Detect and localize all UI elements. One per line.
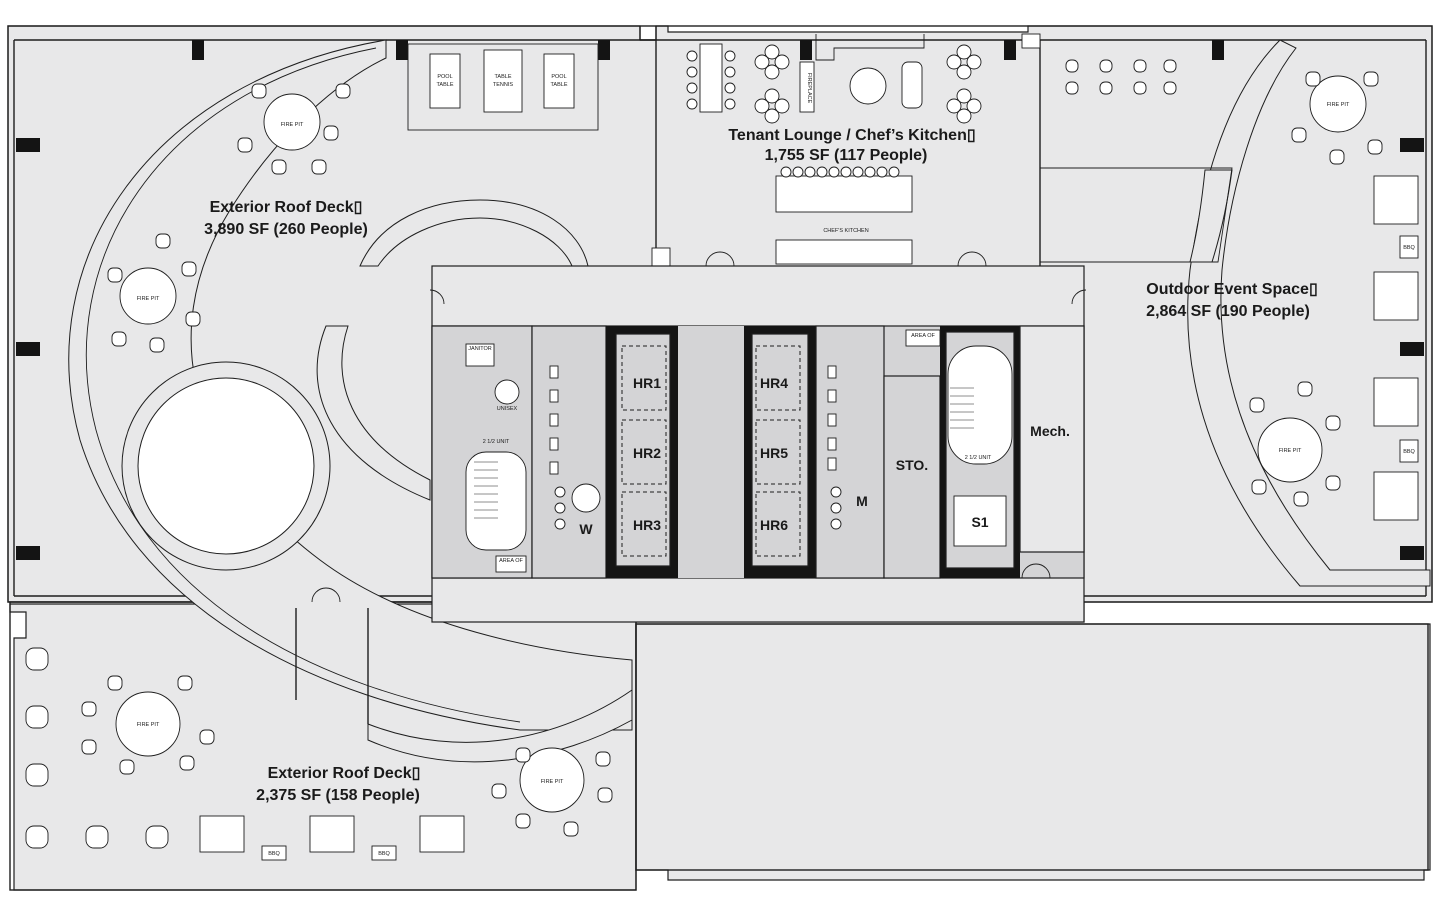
curved-planters bbox=[68, 39, 1431, 763]
south-furniture: BBQ BBQ bbox=[25, 587, 465, 861]
svg-text:BBQ: BBQ bbox=[1403, 449, 1415, 455]
svg-text:FIRE PIT: FIRE PIT bbox=[1279, 448, 1302, 454]
lounge-chairs bbox=[81, 71, 1383, 837]
event-space-size: 2,864 SF (190 People) bbox=[1146, 303, 1310, 320]
svg-text:FIRE PIT: FIRE PIT bbox=[541, 779, 564, 785]
svg-text:FIRE PIT: FIRE PIT bbox=[137, 296, 160, 302]
room-s1: S1 bbox=[971, 514, 988, 530]
event-space-name: Outdoor Event Space▯ bbox=[1146, 281, 1318, 298]
svg-text:TABLE: TABLE bbox=[550, 82, 567, 88]
svg-text:BBQ: BBQ bbox=[268, 851, 280, 857]
chefs-kitchen-label: CHEF'S KITCHEN bbox=[823, 228, 868, 234]
svg-text:TENNIS: TENNIS bbox=[493, 82, 514, 88]
roof-deck-north-name: Exterior Roof Deck▯ bbox=[210, 199, 363, 216]
roof-deck-south-size: 2,375 SF (158 People) bbox=[256, 787, 420, 804]
pool-table-label-1: POOL bbox=[437, 74, 452, 80]
svg-text:FIRE PIT: FIRE PIT bbox=[137, 722, 160, 728]
stair-unit-label-1: 2 1/2 UNIT bbox=[483, 439, 510, 445]
svg-text:FIRE PIT: FIRE PIT bbox=[1327, 102, 1350, 108]
fireplace-label: FIREPLACE bbox=[806, 73, 812, 104]
bbq-label: BBQ bbox=[1403, 245, 1415, 251]
south-east-slab bbox=[635, 623, 1431, 881]
svg-text:AREA OF: AREA OF bbox=[911, 333, 935, 339]
table-tennis-label: TABLE bbox=[494, 74, 511, 80]
room-m: M bbox=[856, 493, 868, 509]
event-furniture: BBQ BBQ bbox=[1040, 59, 1419, 521]
room-hr4: HR4 bbox=[760, 375, 788, 391]
unisex-label: UNISEX bbox=[497, 406, 518, 412]
janitor-label: JANITOR bbox=[468, 346, 491, 352]
roof-deck-north-size: 3,890 SF (260 People) bbox=[204, 221, 368, 238]
svg-text:AREA OF: AREA OF bbox=[499, 558, 523, 564]
fire-pits: FIRE PIT FIRE PIT FIRE PIT FIRE PIT FIRE… bbox=[115, 75, 1367, 813]
room-hr1: HR1 bbox=[633, 375, 661, 391]
room-hr6: HR6 bbox=[760, 517, 788, 533]
room-mech: Mech. bbox=[1030, 423, 1070, 439]
area-labels: Exterior Roof Deck▯ 3,890 SF (260 People… bbox=[204, 127, 1318, 804]
room-sto: STO. bbox=[896, 457, 928, 473]
roof-deck-south-name: Exterior Roof Deck▯ bbox=[268, 765, 421, 782]
room-hr2: HR2 bbox=[633, 445, 661, 461]
games-area: POOL TABLE TABLE TENNIS POOL TABLE bbox=[407, 43, 599, 131]
room-w: W bbox=[579, 521, 593, 537]
tenant-lounge-size: 1,755 SF (117 People) bbox=[765, 147, 928, 164]
pool-table-label-2: POOL bbox=[551, 74, 566, 80]
room-hr5: HR5 bbox=[760, 445, 788, 461]
svg-text:TABLE: TABLE bbox=[436, 82, 453, 88]
svg-text:BBQ: BBQ bbox=[378, 851, 390, 857]
tenant-lounge-name: Tenant Lounge / Chef’s Kitchen▯ bbox=[728, 127, 975, 144]
room-hr3: HR3 bbox=[633, 517, 661, 533]
lounge-furniture: FIREPLACE CHEF'S KITCHEN bbox=[651, 33, 1041, 267]
stair-unit-label-2: 2 1/2 UNIT bbox=[965, 455, 992, 461]
columns bbox=[16, 40, 1424, 560]
building-core: 2 1/2 UNIT JANITOR UNISEX AREA OF W HR1 … bbox=[429, 265, 1087, 623]
fire-pit-label: FIRE PIT bbox=[281, 122, 304, 128]
